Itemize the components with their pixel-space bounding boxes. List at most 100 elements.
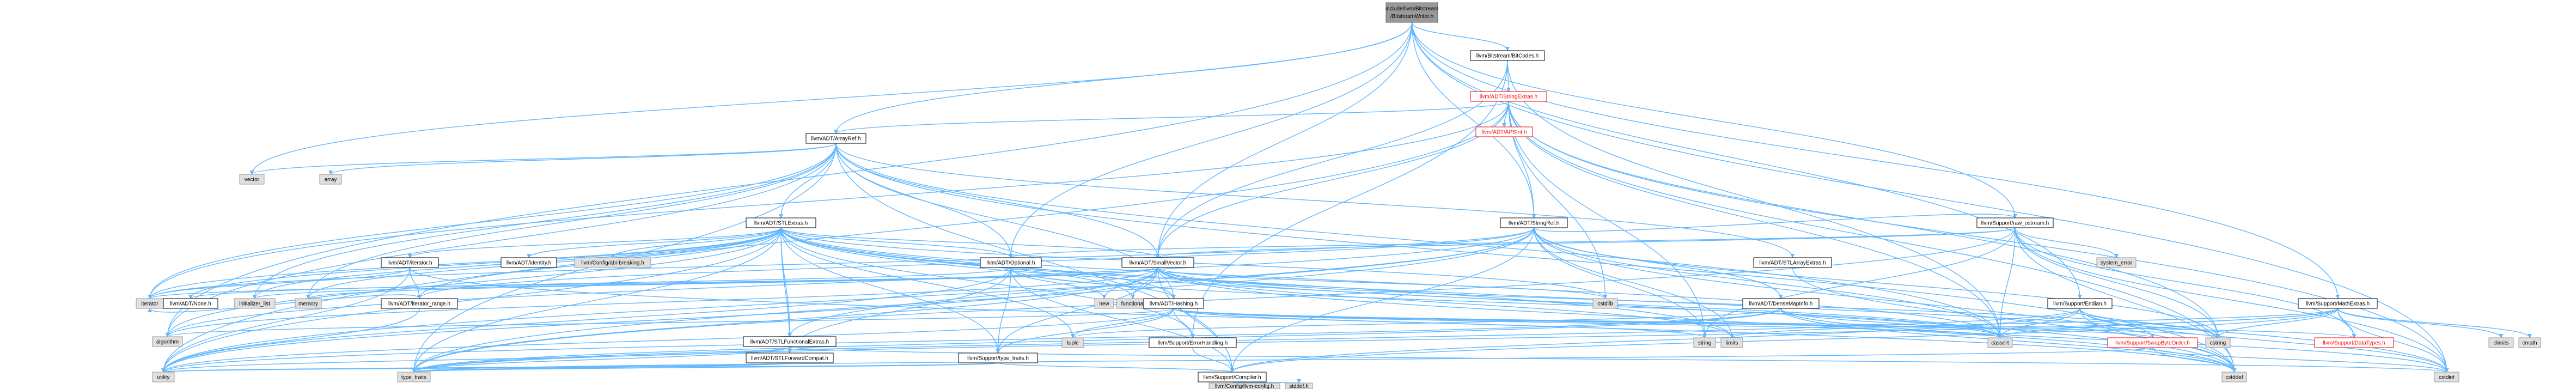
node-densemapinfo[interactable]: llvm/ADT/DenseMapInfo.h — [1742, 298, 1820, 309]
node-bitcodes[interactable]: llvm/Bitstream/BitCodes.h — [1470, 50, 1545, 61]
node-apsint[interactable]: llvm/ADT/APSInt.h — [1475, 126, 1533, 137]
node-label: cassert — [1991, 341, 2009, 347]
node-identity[interactable]: llvm/ADT/identity.h — [500, 257, 557, 268]
node-datatypes[interactable]: llvm/Support/DataTypes.h — [2314, 337, 2394, 348]
edge-bitcodes-to-smallvector — [1156, 60, 1508, 258]
edge-mathextras-to-typetraits — [412, 308, 2339, 373]
node-initlist: initializer_list — [234, 298, 276, 309]
edge-rawostream-to-stringref — [1531, 214, 2016, 232]
edge-stlextras-to-abibreaking — [611, 227, 782, 258]
node-label: array — [325, 177, 337, 183]
node-compiler[interactable]: llvm/Support/Compiler.h — [1198, 372, 1267, 382]
edge-stringextras-to-cassert — [1508, 101, 2003, 338]
node-label: memory — [298, 301, 318, 307]
node-iterator_h[interactable]: llvm/ADT/iterator.h — [381, 257, 439, 268]
node-label: llvm/Config/abi-breaking.h — [581, 260, 644, 266]
edge-errorhandling-to-compiler — [1192, 347, 1235, 373]
node-iteratorrange[interactable]: llvm/ADT/iterator_range.h — [381, 298, 458, 309]
edge-root-to-optional — [1009, 22, 1413, 258]
edge-bitcodes-to-cassert — [1507, 60, 2003, 338]
node-label: llvm/Support/SwapByteOrder.h — [2115, 341, 2190, 347]
node-label: llvm/Support/ErrorHandling.h — [1158, 341, 1228, 347]
edge-iterator_h-to-iterator — [148, 267, 411, 299]
edge-stlextras-to-adtnone — [188, 227, 782, 299]
node-label: llvm/ADT/SmallVector.h — [1130, 260, 1186, 266]
node-label: llvm/ADT/STLExtras.h — [754, 221, 808, 227]
node-label: cmath — [2522, 341, 2537, 347]
edge-hashing-to-algorithm — [166, 308, 1174, 337]
edge-stringref-to-algorithm — [165, 227, 1535, 337]
node-errorhandling[interactable]: llvm/Support/ErrorHandling.h — [1149, 337, 1237, 348]
edge-stlextras-to-iterator — [148, 227, 782, 299]
node-label: llvm/ADT/Hashing.h — [1150, 301, 1198, 307]
edge-rawostream-to-cstring — [2015, 227, 2220, 338]
edge-smallvector-to-algorithm — [165, 267, 1158, 337]
edge-mathextras-to-cstring — [2215, 308, 2339, 338]
node-utility: utility — [152, 372, 175, 382]
node-cmath: cmath — [2518, 337, 2541, 348]
edge-endian-to-cstdint — [2079, 308, 2449, 373]
edge-smallvector-to-functional — [1131, 267, 1158, 299]
edge-root-to-stringref — [1411, 22, 1536, 218]
edge-stringref-to-utility — [161, 227, 1535, 373]
node-label: cstring — [2210, 341, 2226, 347]
node-tuple: tuple — [1061, 337, 1084, 348]
node-label: cstddef — [2225, 375, 2243, 381]
edge-root-to-bitcodes — [1411, 22, 1510, 51]
edge-arrayref-to-smallvector — [835, 143, 1160, 258]
node-mathextras[interactable]: llvm/Support/MathExtras.h — [2298, 298, 2378, 309]
edge-stlfunctional-to-utility — [161, 346, 790, 373]
edge-iteratorrange-to-utility — [161, 308, 420, 373]
node-swapbyteorder[interactable]: llvm/Support/SwapByteOrder.h — [2107, 337, 2198, 348]
node-label: vector — [245, 177, 260, 183]
edge-arrayref-to-memory — [306, 143, 837, 299]
edge-swapbyteorder-to-typetraits — [412, 347, 2153, 373]
node-label: llvm/ADT/STLFunctionalExtras.h — [750, 339, 829, 345]
node-algorithm: algorithm — [152, 336, 183, 347]
node-arrayref[interactable]: llvm/ADT/ArrayRef.h — [805, 133, 866, 144]
node-label: llvm/ADT/None.h — [170, 301, 211, 307]
node-label: llvm/Config/llvm-config.h — [1215, 384, 1274, 389]
edge-stlextras-to-iterator_h — [407, 227, 782, 258]
edge-hashing-to-tuple — [1071, 308, 1174, 338]
edge-rawostream-to-cstdint — [2015, 227, 2449, 373]
edge-swapbyteorder-to-cstdint — [2152, 347, 2449, 373]
edge-hashing-to-cassert — [1173, 308, 2003, 338]
node-stringref[interactable]: llvm/ADT/StringRef.h — [1500, 217, 1568, 228]
node-stlforwardcompat[interactable]: llvm/ADT/STLForwardCompat.h — [746, 352, 834, 363]
node-label: llvm/ADT/identity.h — [506, 260, 552, 266]
edge-root-to-mathextras — [1411, 22, 2340, 299]
node-stlextras[interactable]: llvm/ADT/STLExtras.h — [746, 217, 816, 228]
node-label: llvm/ADT/StringRef.h — [1509, 221, 1559, 227]
node-adtnone[interactable]: llvm/ADT/None.h — [163, 298, 218, 309]
node-endian[interactable]: llvm/Support/Endian.h — [2047, 298, 2113, 309]
node-stlfunctional[interactable]: llvm/ADT/STLFunctionalExtras.h — [743, 336, 837, 347]
node-smallvector[interactable]: llvm/ADT/SmallVector.h — [1121, 257, 1194, 268]
node-optional[interactable]: llvm/ADT/Optional.h — [980, 257, 1042, 268]
edge-typetraits_h-to-utility — [162, 362, 999, 373]
node-typetraits_h[interactable]: llvm/Support/type_traits.h — [958, 352, 1038, 363]
edge-stlextras-to-typetraits_h — [780, 227, 1000, 354]
edge-mathextras-to-climits — [2337, 308, 2504, 338]
node-label: llvm/ADT/DenseMapInfo.h — [1749, 301, 1813, 307]
node-stlarrayextras[interactable]: llvm/ADT/STLArrayExtras.h — [1753, 257, 1832, 268]
node-abibreaking: llvm/Config/abi-breaking.h — [574, 257, 651, 268]
node-label: llvm/Support/Endian.h — [2053, 301, 2107, 307]
edge-swapbyteorder-to-cstddef — [2152, 347, 2237, 373]
edge-densemapinfo-to-utility — [161, 308, 1781, 373]
node-root[interactable]: include/llvm/Bitstream/BitstreamWriter.h — [1385, 2, 1438, 23]
edge-stringref-to-string — [1533, 227, 1707, 338]
edge-iterator_h-to-utility — [161, 267, 411, 373]
edge-stringref-to-limits — [1533, 227, 1734, 338]
node-hashing[interactable]: llvm/ADT/Hashing.h — [1143, 298, 1204, 309]
node-label: tuple — [1067, 341, 1079, 347]
node-stringextras[interactable]: llvm/ADT/StringExtras.h — [1470, 91, 1547, 102]
node-cstdint: cstdint — [2434, 372, 2459, 382]
edge-smallvector-to-compiler — [1157, 267, 1235, 373]
edge-stringref-to-compiler — [1230, 227, 1535, 373]
node-label: system_error — [2101, 260, 2133, 266]
node-rawostream[interactable]: llvm/Support/raw_ostream.h — [1976, 217, 2054, 228]
node-label: initializer_list — [239, 301, 270, 307]
edge-optional-to-new — [1010, 267, 1107, 299]
